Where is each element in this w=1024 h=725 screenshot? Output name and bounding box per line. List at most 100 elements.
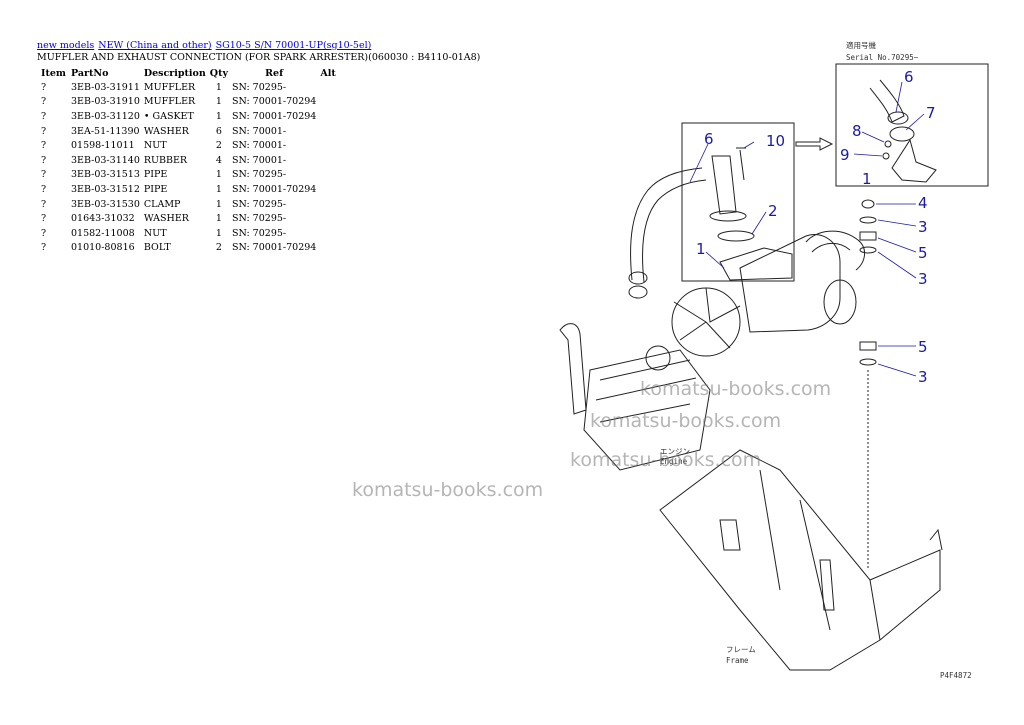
breadcrumb-link-region[interactable]: NEW (China and other) <box>98 40 212 51</box>
cell-item: ? <box>41 227 47 239</box>
breadcrumb-link-new-models[interactable]: new models <box>37 40 95 51</box>
cell-alt <box>318 226 352 241</box>
cell-qty: 6 <box>215 125 222 137</box>
cell-item: ? <box>41 140 47 152</box>
column-header-description: Description <box>143 67 206 79</box>
callout-6-detail: 6 <box>904 68 914 86</box>
cell-partno: 3EB-03-31530 <box>71 198 140 210</box>
cell-partno: 01643-31032 <box>71 213 135 225</box>
serial-label-jp: 適用号機 <box>846 40 876 50</box>
cell-description: PIPE <box>143 169 168 181</box>
cell-ref: SN: 70001-70294 <box>231 183 317 195</box>
cell-alt <box>318 182 352 197</box>
cell-alt <box>318 138 352 153</box>
callout-3b: 3 <box>918 270 928 288</box>
engine-label: Engine <box>660 457 688 466</box>
cell-item: ? <box>41 198 47 210</box>
cell-alt <box>318 95 352 110</box>
cell-description: RUBBER <box>143 154 188 166</box>
column-header-alt: Alt <box>320 67 336 79</box>
muffler-body <box>739 234 841 333</box>
cell-partno: 3EB-03-31910 <box>71 96 140 108</box>
cell-partno: 3EB-03-31512 <box>71 183 140 195</box>
cell-description: MUFFLER <box>143 81 196 93</box>
frame-label: Frame <box>726 656 749 665</box>
engine-block <box>583 349 711 471</box>
cell-ref: SN: 70001- <box>231 154 287 166</box>
cell-item: ? <box>41 169 47 181</box>
exhaust-pipe <box>630 167 707 283</box>
callout-4: 4 <box>918 194 928 212</box>
cell-partno: 3EB-03-31120 <box>71 110 140 122</box>
callout-9: 9 <box>840 146 850 164</box>
cell-item: ? <box>41 242 47 254</box>
washer <box>859 216 877 224</box>
callout-8: 8 <box>852 122 862 140</box>
cell-description: MUFFLER <box>143 96 196 108</box>
cell-qty: 1 <box>215 213 222 225</box>
callout-3c: 3 <box>918 368 928 386</box>
cell-alt <box>318 80 352 95</box>
cell-ref: SN: 70001-70294 <box>231 96 317 108</box>
cell-qty: 1 <box>215 183 222 195</box>
cell-item: ? <box>41 125 47 137</box>
callout-3: 3 <box>918 218 928 236</box>
cell-alt <box>318 197 352 212</box>
drawing-code: P4F4872 <box>940 671 972 680</box>
column-header-item: Item <box>41 67 66 79</box>
cell-alt <box>318 109 352 124</box>
callout-10: 10 <box>766 132 785 150</box>
muffler-in-box <box>719 247 793 281</box>
cell-description: BOLT <box>143 242 171 254</box>
callout-6: 6 <box>704 130 714 148</box>
cell-ref: SN: 70295- <box>231 198 287 210</box>
cell-ref: SN: 70295- <box>231 81 287 93</box>
cell-partno: 01598-11011 <box>71 140 135 152</box>
nut <box>861 199 875 209</box>
cell-description: CLAMP <box>143 198 181 210</box>
flange <box>709 210 747 222</box>
arrow-icon <box>795 137 834 151</box>
column-header-qty: Qty <box>209 67 228 79</box>
cell-description: • GASKET <box>143 110 194 122</box>
cell-description: WASHER <box>143 213 189 225</box>
cell-item: ? <box>41 110 47 122</box>
cell-qty: 1 <box>215 169 222 181</box>
callout-1: 1 <box>696 240 706 258</box>
pipe-end <box>628 271 648 285</box>
bolt <box>736 147 746 181</box>
detail-box-right <box>835 63 989 187</box>
cell-qty: 1 <box>215 81 222 93</box>
cell-qty: 1 <box>215 227 222 239</box>
cell-ref: SN: 70001- <box>231 140 287 152</box>
watermark: komatsu-books.com <box>570 449 762 471</box>
callout-5: 5 <box>918 244 928 262</box>
column-header-partno: PartNo <box>71 67 109 79</box>
cell-item: ? <box>41 96 47 108</box>
clamp <box>889 126 915 142</box>
page-title: MUFFLER AND EXHAUST CONNECTION (FOR SPAR… <box>37 52 481 63</box>
cell-qty: 4 <box>215 154 222 166</box>
muffler-end <box>823 279 857 325</box>
cell-description: NUT <box>143 140 167 152</box>
cell-item: ? <box>41 213 47 225</box>
cell-partno: 01582-11008 <box>71 227 135 239</box>
cell-ref: SN: 70001- <box>231 125 287 137</box>
cell-qty: 1 <box>215 110 222 122</box>
breadcrumb-link-model[interactable]: SG10-5 S/N 70001-UP(sg10-5el) <box>215 40 372 51</box>
watermark: komatsu-books.com <box>590 410 782 432</box>
parts-table: Item PartNo Description Qty Ref Alt ?3EB… <box>37 66 352 255</box>
engine-label-jp: エンジン <box>660 447 690 456</box>
cell-ref: SN: 70001-70294 <box>231 110 317 122</box>
cell-partno: 3EA-51-11390 <box>71 125 140 137</box>
cell-partno: 3EB-03-31140 <box>71 154 140 166</box>
